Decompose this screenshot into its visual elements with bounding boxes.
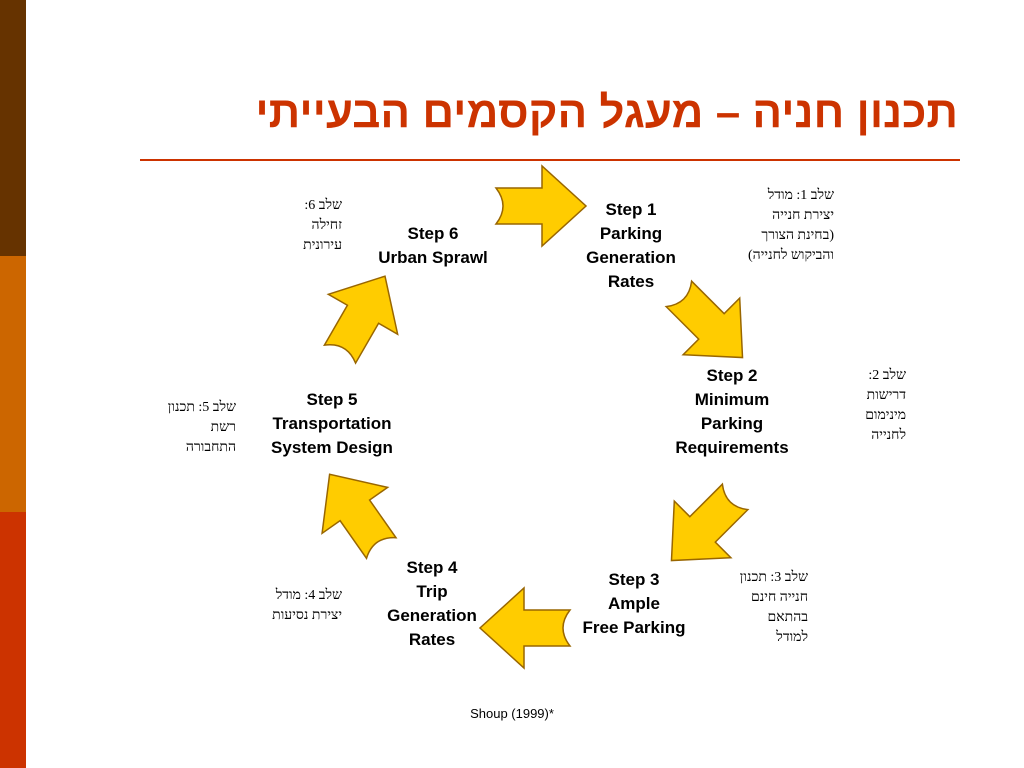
citation: Shoup (1999)* [470,706,554,721]
sidebar-stripe-bottom [0,512,26,768]
page-title: תכנון חניה – מעגל הקסמים הבעייתי [255,88,958,137]
cycle-arrow-icon-5 [296,450,415,572]
cycle-arrow-icon-4 [479,587,571,669]
title-underline [140,159,960,161]
cycle-arrow-icon-6 [304,255,421,375]
sidebar-stripe-middle [0,256,26,512]
sidebar-stripe-top [0,0,26,256]
